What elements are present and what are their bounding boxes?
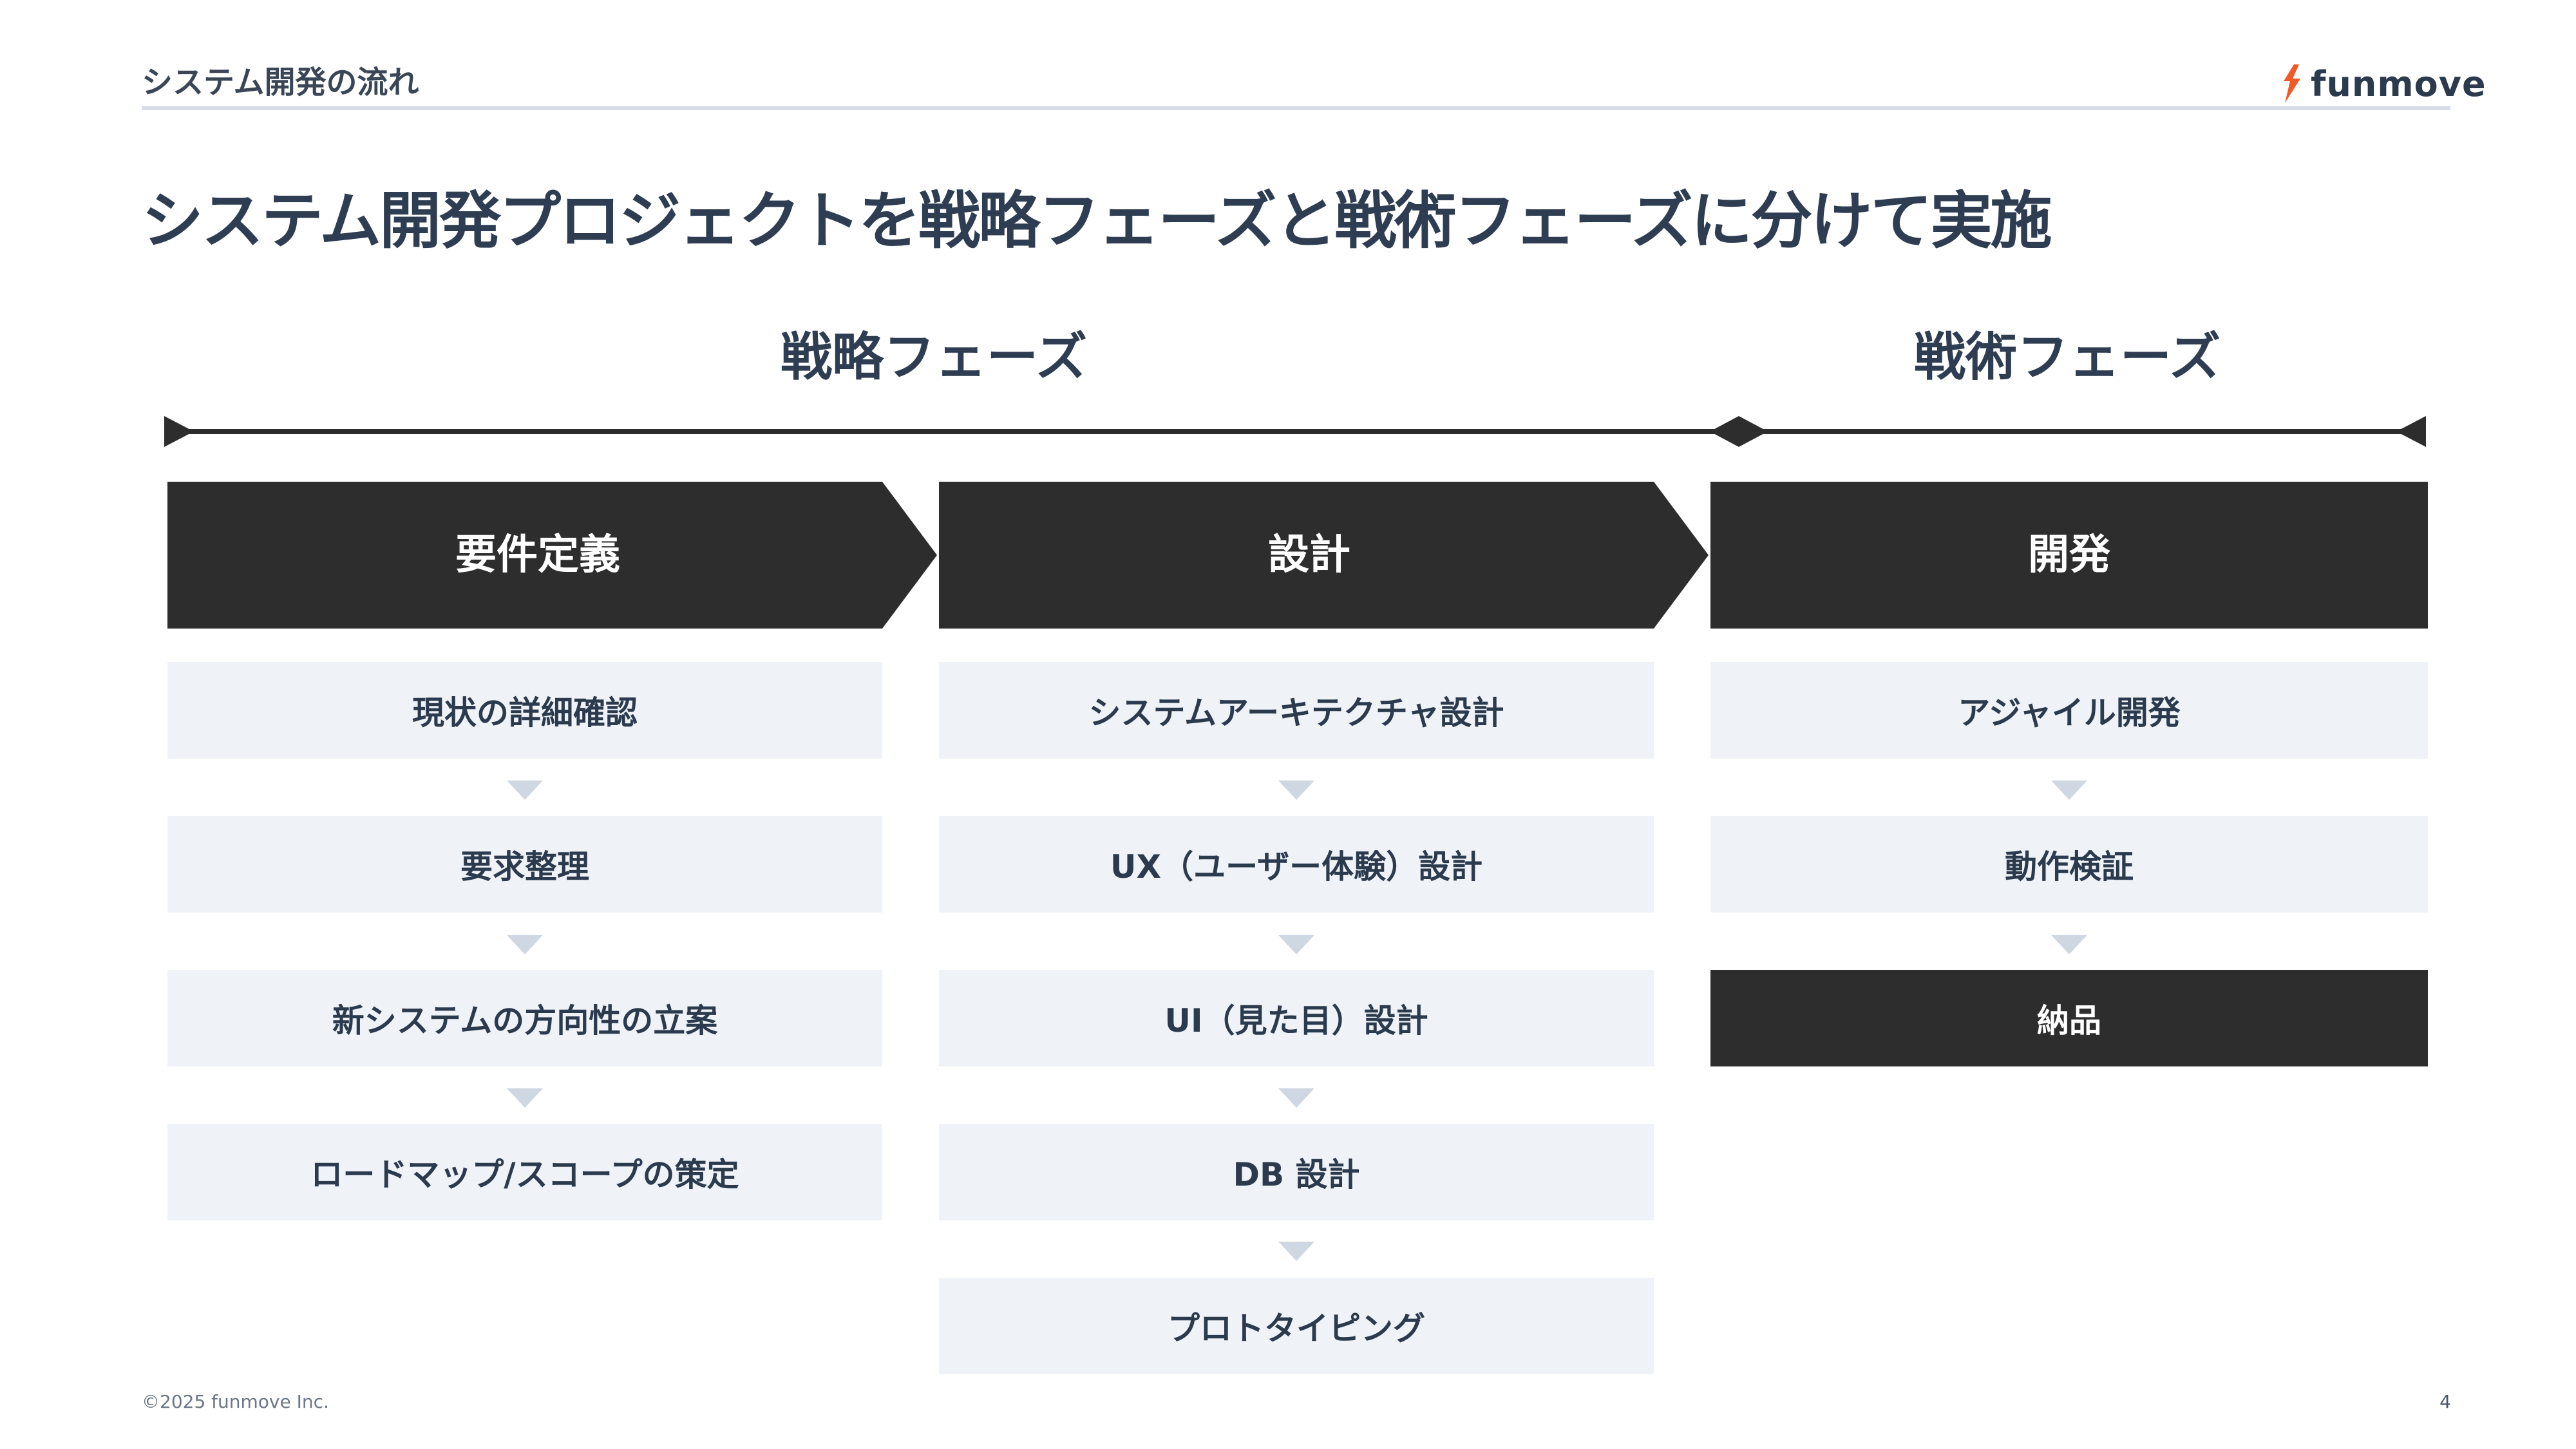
task-card: UX（ユーザー体験）設計 (939, 816, 1654, 913)
section-title: システム開発の流れ (142, 64, 419, 100)
task-card: 現状の詳細確認 (167, 662, 882, 759)
task-card-highlighted: 納品 (1710, 970, 2428, 1066)
copyright: ©2025 funmove Inc. (142, 1391, 329, 1412)
task-card: アジャイル開発 (1710, 662, 2428, 759)
page-number: 4 (2439, 1391, 2451, 1412)
logo-text: funmove (2311, 63, 2486, 104)
task-card: UI（見た目）設計 (939, 970, 1654, 1066)
phase-timeline (164, 416, 2426, 447)
down-arrow-icon (1278, 1242, 1314, 1261)
chevron-step-requirements (167, 482, 937, 629)
task-card: ロードマップ/スコープの策定 (167, 1124, 882, 1220)
slide-title: システム開発プロジェクトを戦略フェーズと戦術フェーズに分けて実施 (142, 185, 2052, 257)
task-card: 新システムの方向性の立案 (167, 970, 882, 1066)
block-step-development (1710, 482, 2428, 629)
down-arrow-icon (507, 1088, 543, 1108)
header-divider (142, 106, 2450, 110)
company-logo: funmove (2280, 61, 2486, 106)
timeline-end-marker (2396, 416, 2426, 447)
down-arrow-icon (507, 781, 543, 800)
step-label-design: 設計 (1268, 531, 1350, 579)
step-chevrons (167, 482, 2428, 629)
task-card: 要求整理 (167, 816, 882, 913)
down-arrow-icon (1278, 781, 1314, 800)
step-label-development: 開発 (2028, 531, 2110, 579)
down-arrow-icon (507, 935, 543, 954)
phase-label-tactics: 戦術フェーズ (1914, 327, 2221, 387)
task-card: DB 設計 (939, 1124, 1654, 1220)
down-arrow-icon (2051, 935, 2087, 954)
task-card: プロトタイピング (939, 1278, 1654, 1374)
task-card: システムアーキテクチャ設計 (939, 662, 1654, 759)
task-card: 動作検証 (1710, 816, 2428, 913)
timeline-start-marker (164, 416, 194, 447)
down-arrow-icon (1278, 1088, 1314, 1108)
chevron-step-design (939, 482, 1709, 629)
flame-logo-icon (2284, 64, 2300, 103)
phase-label-strategy: 戦略フェーズ (781, 327, 1087, 387)
timeline-divider-marker (1710, 416, 1768, 447)
step-labels: 要件定義 設計 開発 (167, 482, 2428, 629)
step-label-requirements: 要件定義 (455, 531, 620, 579)
down-arrow-icon (1278, 935, 1314, 954)
down-arrow-icon (2051, 781, 2087, 800)
